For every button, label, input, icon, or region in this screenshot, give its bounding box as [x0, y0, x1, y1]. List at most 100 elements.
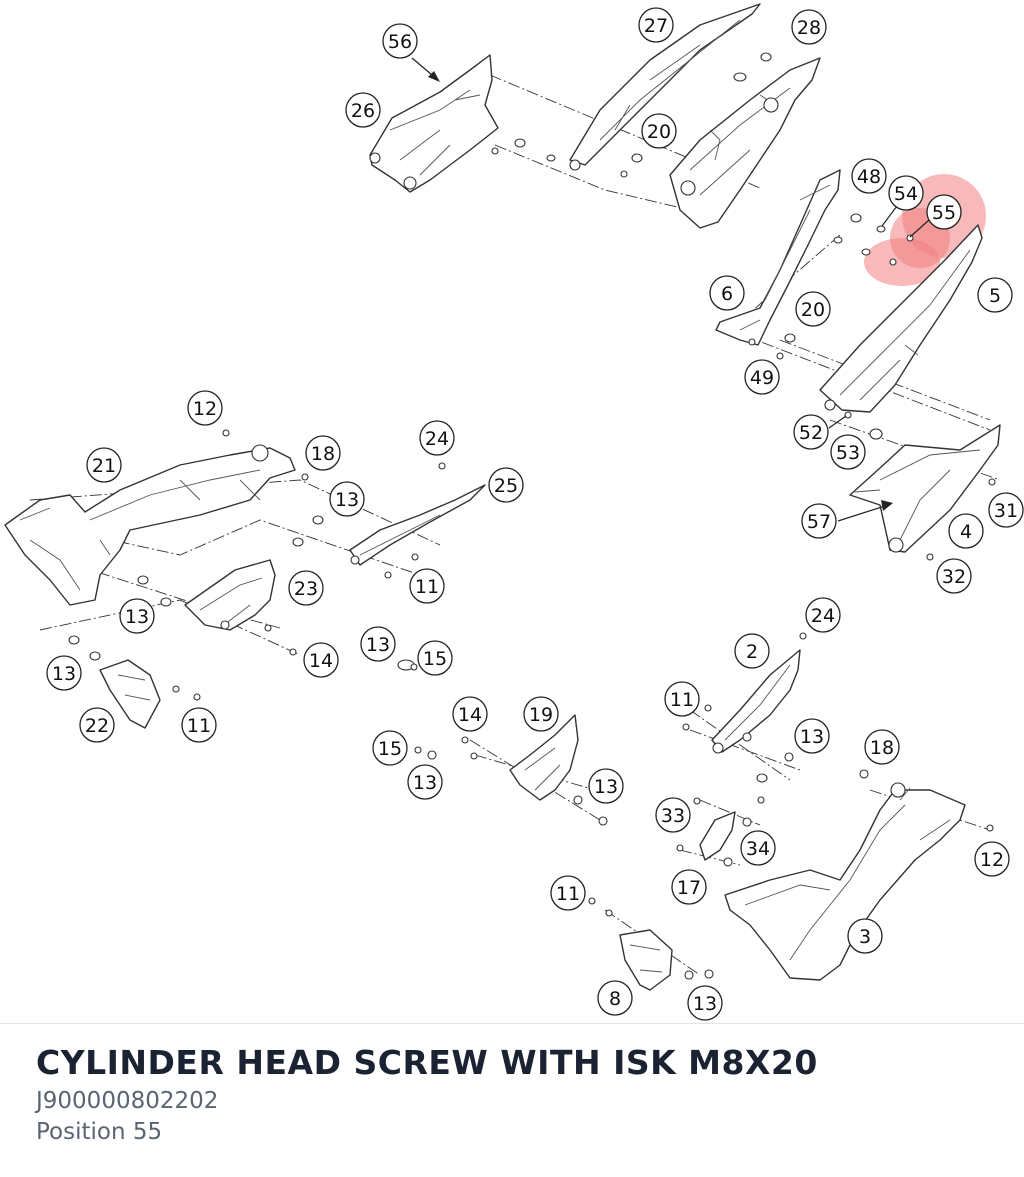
callout-label: 11 — [187, 715, 211, 737]
callout-label: 2 — [746, 641, 758, 663]
callout-33[interactable]: 33 — [655, 797, 691, 833]
callout-56[interactable]: 56 — [382, 23, 418, 59]
callout-52[interactable]: 52 — [793, 414, 829, 450]
part-3-lower-fairing — [724, 769, 994, 981]
part-title: CYLINDER HEAD SCREW WITH ISK M8X20 — [36, 1043, 818, 1082]
callout-13[interactable]: 13 — [588, 768, 624, 804]
callout-label: 33 — [661, 805, 685, 827]
callout-label: 49 — [750, 367, 774, 389]
callout-28[interactable]: 28 — [791, 9, 827, 45]
callout-label: 11 — [670, 689, 694, 711]
callout-11[interactable]: 11 — [181, 707, 217, 743]
callout-4[interactable]: 4 — [948, 513, 984, 549]
callout-13[interactable]: 13 — [687, 985, 723, 1021]
callout-55[interactable]: 55 — [926, 194, 962, 230]
callout-label: 31 — [994, 500, 1018, 522]
callout-31[interactable]: 31 — [988, 492, 1024, 528]
callout-label: 5 — [989, 285, 1001, 307]
callout-label: 34 — [746, 838, 770, 860]
callout-15[interactable]: 15 — [417, 640, 453, 676]
callout-11[interactable]: 11 — [409, 568, 445, 604]
callout-label: 24 — [811, 605, 835, 627]
callout-13[interactable]: 13 — [46, 655, 82, 691]
part-22-bracket — [99, 659, 201, 729]
callout-12[interactable]: 12 — [187, 390, 223, 426]
callout-14[interactable]: 14 — [303, 642, 339, 678]
callout-57[interactable]: 57 — [801, 503, 837, 539]
callout-label: 19 — [529, 704, 553, 726]
callout-label: 15 — [423, 648, 447, 670]
part-33-34-clip — [676, 797, 752, 867]
callout-label: 20 — [647, 121, 671, 143]
callout-3[interactable]: 3 — [847, 918, 883, 954]
assembly-axes — [19, 74, 1001, 976]
callout-label: 17 — [677, 877, 701, 899]
part-8-bracket — [588, 897, 714, 991]
callout-20[interactable]: 20 — [795, 291, 831, 327]
callout-48[interactable]: 48 — [851, 158, 887, 194]
callout-8[interactable]: 8 — [597, 980, 633, 1016]
callout-label: 55 — [932, 202, 956, 224]
callout-13[interactable]: 13 — [360, 626, 396, 662]
hardware-mid-left — [68, 515, 418, 671]
callout-53[interactable]: 53 — [830, 434, 866, 470]
part-5-side-panel — [776, 224, 983, 413]
callout-18[interactable]: 18 — [864, 729, 900, 765]
callout-label: 8 — [609, 988, 621, 1010]
callout-13[interactable]: 13 — [329, 481, 365, 517]
callout-54[interactable]: 54 — [888, 175, 924, 211]
callout-24[interactable]: 24 — [805, 597, 841, 633]
hardware-52-53 — [844, 411, 883, 440]
callout-label: 3 — [859, 926, 871, 948]
callout-25[interactable]: 25 — [488, 467, 524, 503]
callout-13[interactable]: 13 — [119, 598, 155, 634]
callout-14[interactable]: 14 — [452, 696, 488, 732]
part-4-lower-panel — [849, 424, 1001, 561]
callout-22[interactable]: 22 — [79, 707, 115, 743]
callout-2[interactable]: 2 — [734, 633, 770, 669]
callout-18[interactable]: 18 — [305, 435, 341, 471]
callout-49[interactable]: 49 — [744, 359, 780, 395]
part-number: J900000802202 — [36, 1088, 219, 1114]
callout-label: 21 — [92, 455, 116, 477]
callout-27[interactable]: 27 — [638, 7, 674, 43]
callout-21[interactable]: 21 — [86, 447, 122, 483]
callout-label: 15 — [378, 738, 402, 760]
callout-label: 13 — [693, 993, 717, 1015]
callout-label: 13 — [800, 726, 824, 748]
callout-24[interactable]: 24 — [419, 420, 455, 456]
part-caption: CYLINDER HEAD SCREW WITH ISK M8X20 J9000… — [36, 1040, 1000, 1148]
callout-6[interactable]: 6 — [709, 275, 745, 311]
callout-11[interactable]: 11 — [664, 681, 700, 717]
callout-label: 24 — [425, 428, 449, 450]
callout-23[interactable]: 23 — [288, 570, 324, 606]
callout-label: 54 — [894, 183, 918, 205]
part-2-bracket — [682, 632, 807, 804]
hardware-48-54-55 — [833, 213, 914, 266]
hardware-top — [491, 52, 772, 178]
part-position: Position 55 — [36, 1119, 163, 1145]
callout-label: 13 — [366, 634, 390, 656]
callout-15[interactable]: 15 — [372, 730, 408, 766]
callout-13[interactable]: 13 — [794, 718, 830, 754]
callout-34[interactable]: 34 — [740, 830, 776, 866]
callout-label: 20 — [801, 299, 825, 321]
callout-11[interactable]: 11 — [550, 875, 586, 911]
callout-13[interactable]: 13 — [407, 764, 443, 800]
callout-label: 18 — [870, 737, 894, 759]
callout-label: 22 — [85, 715, 109, 737]
callout-17[interactable]: 17 — [671, 869, 707, 905]
callout-19[interactable]: 19 — [523, 696, 559, 732]
callout-label: 13 — [52, 663, 76, 685]
leader-lines — [411, 57, 930, 522]
callout-32[interactable]: 32 — [936, 558, 972, 594]
callout-5[interactable]: 5 — [977, 277, 1013, 313]
callout-label: 4 — [960, 521, 972, 543]
callout-label: 48 — [857, 166, 881, 188]
callout-12[interactable]: 12 — [974, 841, 1010, 877]
callout-26[interactable]: 26 — [345, 92, 381, 128]
callout-label: 12 — [193, 398, 217, 420]
callout-label: 32 — [942, 566, 966, 588]
callout-20[interactable]: 20 — [641, 113, 677, 149]
